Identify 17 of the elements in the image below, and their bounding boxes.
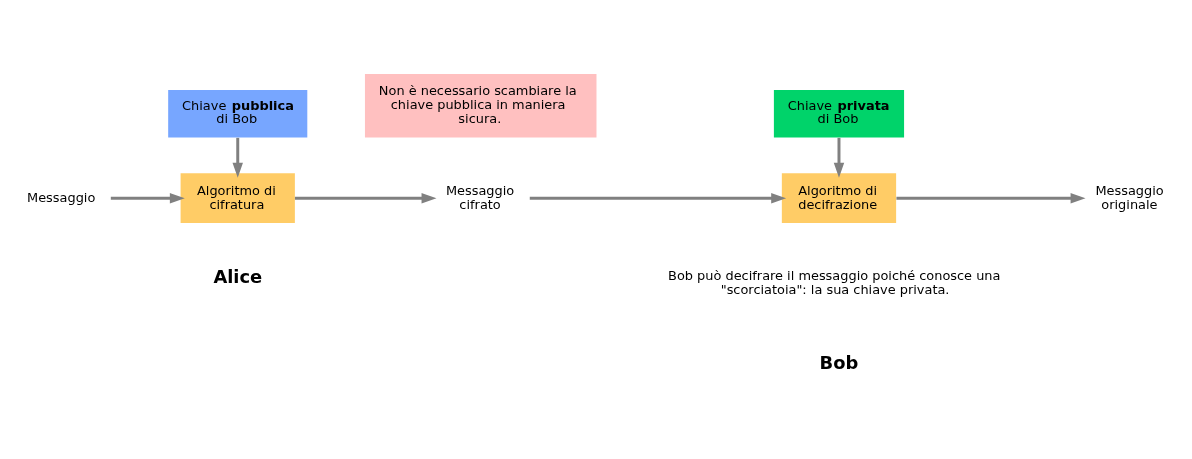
node-box: Chiave privata di Bob bbox=[773, 89, 905, 138]
node-box: Chiave pubblica di Bob bbox=[168, 89, 308, 138]
arrow bbox=[529, 192, 787, 203]
node-text: Messaggio cifrato bbox=[445, 182, 515, 212]
node-text: Messaggio originale bbox=[1095, 182, 1164, 212]
arrow bbox=[896, 192, 1086, 203]
node-box: Non è necessario scambiare la chiave pubblica in maniera sicura. bbox=[364, 73, 597, 138]
node-box: Algoritmo di decifrazione bbox=[781, 172, 897, 223]
arrow bbox=[833, 137, 845, 178]
arrow bbox=[110, 192, 185, 203]
node-box: Algoritmo di cifratura bbox=[180, 172, 295, 223]
arrow bbox=[294, 192, 437, 203]
label: Alice bbox=[213, 265, 263, 287]
label: Bob può decifrare il messaggio poiché conosce una "scorciatoia": la sua chiave privata. bbox=[668, 267, 1001, 297]
arrow bbox=[232, 137, 243, 178]
node-text: Messaggio bbox=[27, 189, 96, 205]
label: Bob bbox=[819, 351, 859, 373]
